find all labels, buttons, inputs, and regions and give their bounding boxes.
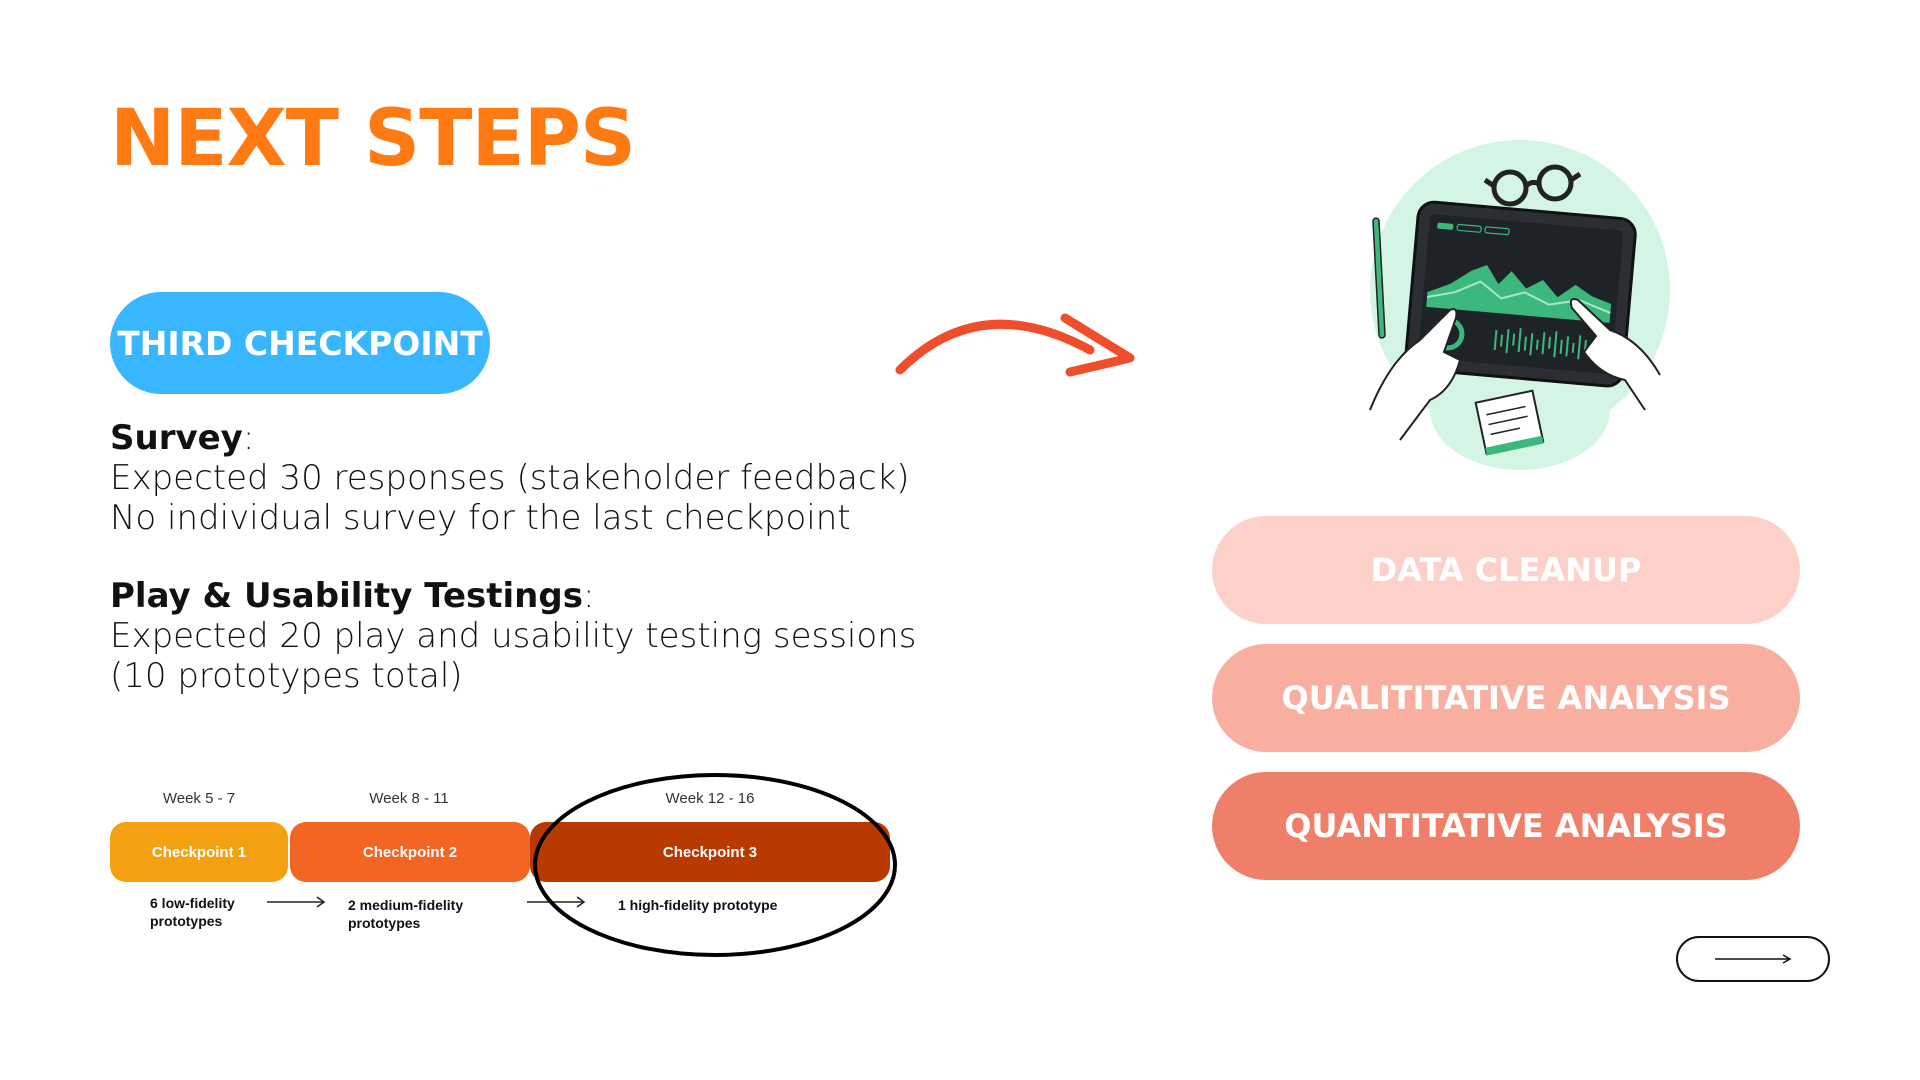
survey-line-2: No individual survey for the last checkp… [110, 498, 851, 538]
tablet-icon [1404, 200, 1637, 388]
testing-block: Play & Usability Testings: Expected 20 p… [110, 576, 917, 696]
timeline-week-1: Week 5 - 7 [162, 790, 236, 807]
checkpoint-1-description: 6 low-fidelity prototypes [150, 894, 235, 930]
checkpoint-2-bar: Checkpoint 2 [290, 822, 530, 882]
highlight-circle-icon [533, 773, 897, 957]
checkpoint-2-desc-line-2: prototypes [348, 915, 421, 931]
checkpoint-3-bar: Checkpoint 3 [530, 822, 890, 882]
tablet-analytics-illustration [1369, 140, 1670, 470]
next-button[interactable] [1676, 936, 1830, 982]
checkpoint-1-desc-line-1: 6 low-fidelity [150, 895, 235, 911]
timeline-arrow-1-icon [267, 896, 326, 908]
testing-line-1: Expected 20 play and usability testing s… [110, 616, 917, 656]
checkpoint-1-desc-line-2: prototypes [150, 913, 223, 929]
checkpoint-1-bar: Checkpoint 1 [110, 822, 288, 882]
data-cleanup-pill: DATA CLEANUP [1212, 516, 1800, 624]
survey-colon: : [242, 418, 255, 458]
checkpoint-2-description: 2 medium-fidelity prototypes [348, 896, 463, 932]
glasses-icon [1483, 164, 1582, 207]
checkpoint-timeline: Week 5 - 7 Week 8 - 11 Week 12 - 16 Chec… [110, 773, 910, 960]
checkpoint-2-desc-line-1: 2 medium-fidelity [348, 897, 464, 913]
timeline-week-2: Week 8 - 11 [369, 790, 449, 807]
survey-line-1: Expected 30 responses (stakeholder feedb… [110, 458, 910, 498]
curved-arrow-icon [895, 313, 1135, 377]
quantitative-analysis-pill: QUANTITATIVE ANALYSIS [1212, 772, 1800, 880]
testing-heading: Play & Usability Testings [110, 576, 583, 616]
third-checkpoint-badge: THIRD CHECKPOINT [110, 292, 490, 394]
testing-line-2: (10 prototypes total) [110, 656, 463, 696]
survey-block: Survey: Expected 30 responses (stakehold… [110, 418, 910, 538]
timeline-week-3: Week 12 - 16 [665, 790, 755, 807]
arrow-right-icon [1715, 954, 1792, 964]
survey-heading: Survey [110, 418, 243, 458]
checkpoint-3-description: 1 high-fidelity prototype [618, 897, 778, 913]
timeline-arrow-2-icon [527, 896, 586, 908]
testing-colon: : [582, 576, 595, 616]
qualitative-analysis-pill: QUALITITATIVE ANALYSIS [1212, 644, 1800, 752]
page-title: NEXT STEPS [110, 94, 636, 184]
